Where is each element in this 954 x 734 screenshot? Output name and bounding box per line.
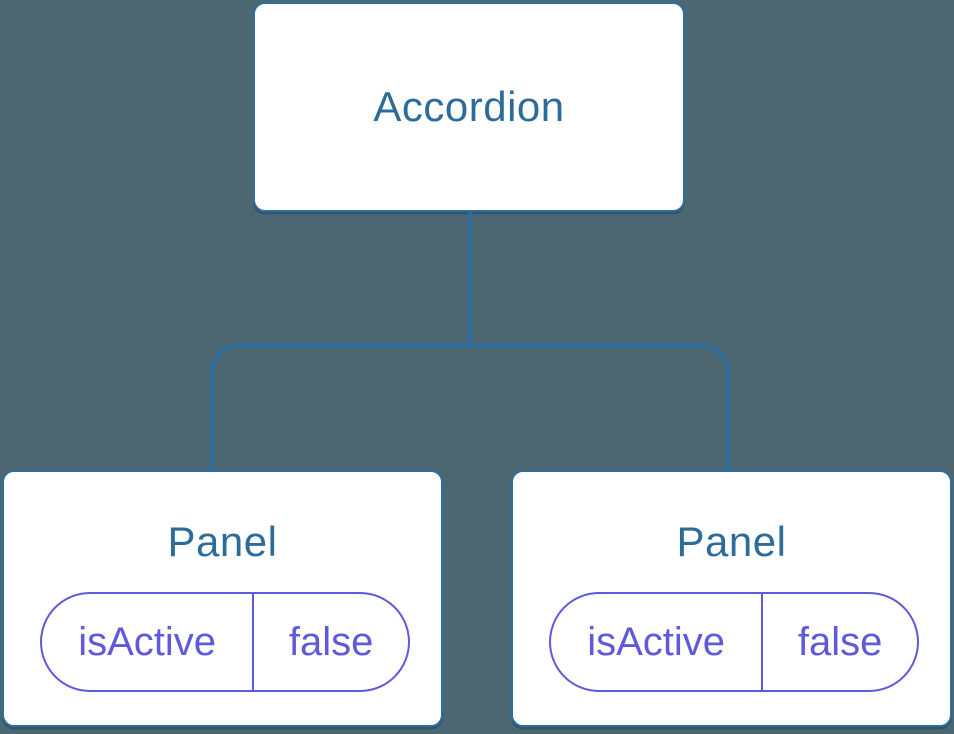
accordion-node: Accordion: [253, 2, 685, 212]
panel-node-right: Panel isActive false: [511, 470, 952, 727]
connector-branch-bracket: [210, 343, 730, 471]
panel-node-label: Panel: [167, 518, 278, 565]
state-value-label: false: [797, 619, 883, 664]
state-key-label: isActive: [587, 619, 726, 664]
accordion-node-label: Accordion: [373, 83, 565, 130]
state-pill: isActive false: [40, 592, 410, 692]
connector-trunk-line: [467, 212, 472, 345]
state-pill: isActive false: [549, 592, 919, 692]
state-value-label: false: [288, 619, 374, 664]
state-pill-value-cell: false: [254, 594, 408, 690]
state-pill-value-cell: false: [763, 594, 917, 690]
panel-node-label: Panel: [676, 518, 787, 565]
panel-node-left: Panel isActive false: [2, 470, 443, 727]
state-pill-key-cell: isActive: [551, 594, 764, 690]
state-key-label: isActive: [78, 619, 217, 664]
state-pill-key-cell: isActive: [42, 594, 255, 690]
